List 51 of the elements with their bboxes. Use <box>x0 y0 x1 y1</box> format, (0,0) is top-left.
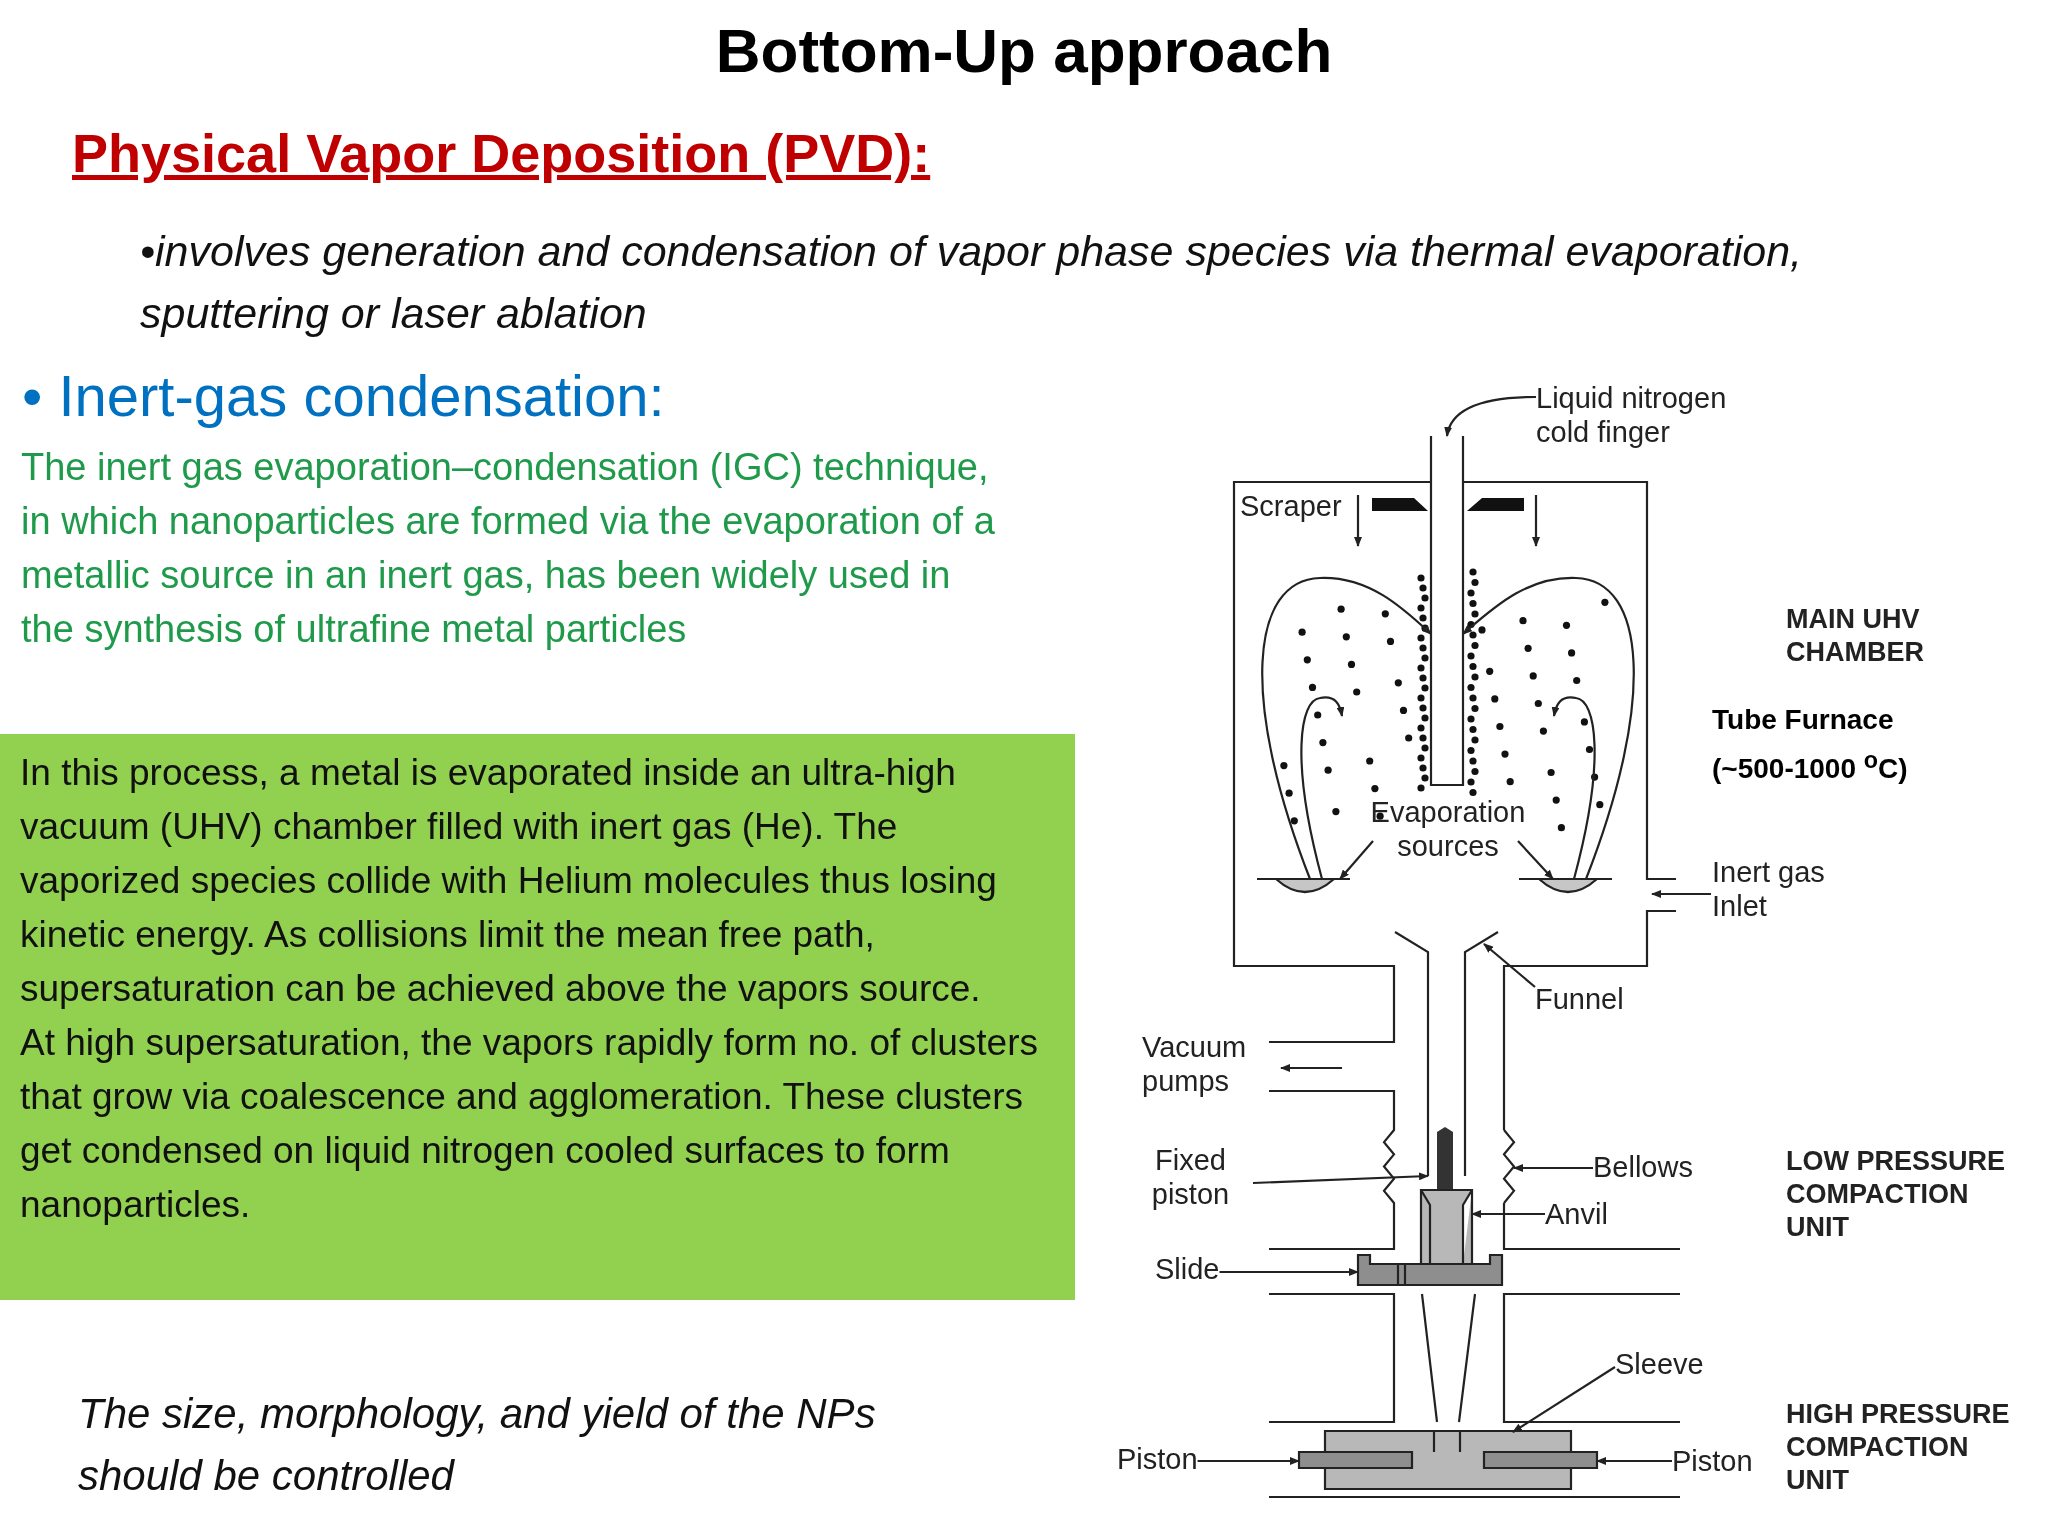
part-label: Bellows <box>1593 1150 1693 1185</box>
part-label: Inert gas Inlet <box>1712 855 1826 924</box>
leader-arrow <box>1517 840 1554 880</box>
leader-arrow <box>1252 1172 1429 1185</box>
part-label: Scraper <box>1240 489 1342 524</box>
part-label: Slide <box>1155 1252 1220 1287</box>
subheading: • Inert-gas condensation: <box>22 362 665 430</box>
body-text: The inert gas evaporation–condensation (IGC) technique, in which nanoparticles are formed via the evaporation of a metallic source in an inert gas, has been widely used in the synthesis of ultrafine metal particles <box>21 445 996 652</box>
part-label: Vacuum pumps <box>1142 1030 1248 1099</box>
cold-finger-tube <box>1429 436 1465 787</box>
unit-label: Tube Furnace (~500-1000 $^{o}$C) <box>1712 703 1909 787</box>
flow-arrow <box>1551 696 1596 880</box>
part-label: Fixed piston <box>1128 1143 1253 1212</box>
leader-arrow <box>1512 1366 1616 1433</box>
section-heading: Physical Vapor Deposition (PVD): <box>72 122 931 185</box>
evaporation-source <box>1517 877 1614 894</box>
slide-title: Bottom-Up approach <box>714 15 1334 87</box>
unit-label: HIGH PRESSURE COMPACTION UNIT <box>1786 1398 2011 1497</box>
leader-arrow <box>1445 395 1537 437</box>
slide <box>1356 1253 1504 1287</box>
part-label: Funnel <box>1535 982 1624 1017</box>
note-text: The size, morphology, and yield of the NPs should be controlled <box>78 1389 877 1501</box>
leader-arrow <box>1339 840 1374 880</box>
bullet-text: •involves generation and condensation of vapor phase species via thermal evaporation, sputtering or laser ablation <box>140 226 1804 339</box>
part-label: Piston <box>1672 1444 1753 1479</box>
body-text: In this process, a metal is evaporated inside an ultra-high vacuum (UHV) chamber filled with inert gas (He). The vaporized species collide with Helium molecules thus losing kinetic energy. As collisions limit the mean free path, supersaturation can be achieved above the vapors source. <box>20 751 998 1011</box>
flow-arrow <box>1462 576 1635 880</box>
text-panel <box>0 734 1075 1300</box>
part-label: Piston <box>1117 1442 1198 1477</box>
flow-arrow <box>1300 696 1345 880</box>
leader-arrow <box>1513 1164 1593 1172</box>
part-label: Anvil <box>1545 1197 1608 1232</box>
piston <box>1482 1450 1599 1470</box>
part-label: Evaporation sources <box>1368 795 1528 864</box>
bellows <box>1502 1129 1516 1204</box>
piston-tube <box>1426 1098 1467 1178</box>
evaporation-source <box>1255 877 1352 894</box>
leader-arrow <box>1219 1268 1359 1276</box>
part-label: Sleeve <box>1615 1347 1704 1382</box>
leader-arrow <box>1197 1457 1300 1465</box>
leader-arrow <box>1596 1457 1672 1465</box>
part-label: Liquid nitrogen cold finger <box>1536 381 1776 450</box>
funnel <box>1393 930 1500 1102</box>
leader-arrow <box>1471 1210 1545 1218</box>
anvil <box>1419 1188 1474 1266</box>
leader-arrow <box>1483 943 1536 988</box>
piston <box>1297 1450 1414 1470</box>
body-text: At high supersaturation, the vapors rapidly form no. of clusters that grow via coalescence and agglomeration. These clusters get condensed on liquid nitrogen cooled surfaces to form nanoparticles. <box>20 1021 1039 1227</box>
unit-label: MAIN UHV CHAMBER <box>1786 603 1925 669</box>
flow-arrow <box>1261 576 1432 880</box>
unit-label: LOW PRESSURE COMPACTION UNIT <box>1786 1145 2007 1244</box>
